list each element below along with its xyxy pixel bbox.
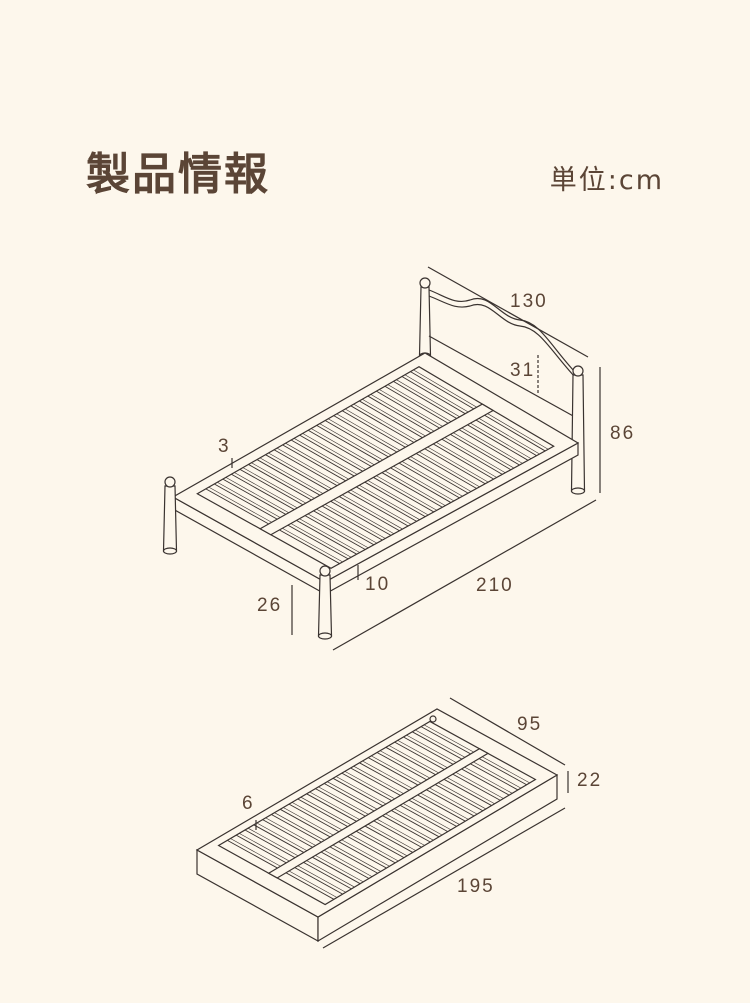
headboard-lower-wave — [428, 295, 576, 378]
bed-inner-frame — [196, 366, 555, 569]
page-title: 製品情報 — [86, 149, 270, 200]
trundle-center-rail — [267, 748, 490, 879]
bed-leg-height-label: 26 — [257, 595, 282, 616]
foot-post-right — [317, 574, 333, 637]
bed-width-label: 130 — [510, 291, 548, 312]
foot-post-right-foot — [317, 632, 333, 640]
trundle-drawing — [195, 708, 559, 943]
trundle-length-label: 195 — [457, 876, 495, 897]
trundle-height-label: 22 — [577, 770, 602, 791]
width-dimension-line — [427, 266, 589, 358]
bed-length-label: 210 — [476, 575, 514, 596]
bed-thickness-label: 3 — [218, 436, 231, 457]
trundle-dimension-lines — [255, 697, 569, 949]
unit-label: 単位:cm — [549, 165, 664, 196]
head-post-right-knob — [572, 365, 584, 377]
head-post-left-knob — [419, 277, 431, 289]
bed-frame-height-label: 10 — [365, 574, 390, 595]
headboard-bottom-edge — [428, 335, 576, 418]
trundle-width-line — [449, 697, 566, 766]
head-post-right-foot — [570, 487, 586, 495]
foot-post-right-knob — [319, 565, 331, 577]
bed-height-label: 86 — [610, 423, 635, 444]
head-post-left — [418, 286, 432, 357]
length-dimension-line — [332, 499, 597, 651]
bed-drawing — [162, 277, 586, 640]
trundle-length-line — [322, 807, 566, 949]
foot-post-left-foot — [162, 547, 178, 555]
bed-headboard-label: 31 — [510, 360, 535, 381]
bed-dimension-lines — [231, 266, 601, 651]
trundle-bolt-hole — [429, 715, 437, 723]
foot-post-left-knob — [164, 476, 176, 488]
bed-center-rail — [258, 403, 495, 536]
head-post-right — [570, 374, 586, 492]
foot-post-left — [162, 485, 178, 552]
trundle-side-label: 6 — [242, 793, 255, 814]
headboard-top-wave — [428, 289, 576, 373]
trundle-width-label: 95 — [517, 714, 542, 735]
